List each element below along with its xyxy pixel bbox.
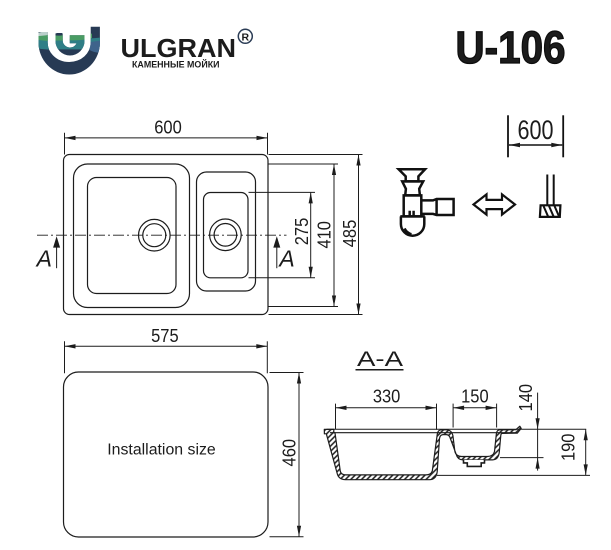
svg-text:ULGRAN: ULGRAN [121,35,237,63]
svg-text:275: 275 [291,218,312,246]
svg-text:A: A [35,246,52,272]
svg-text:575: 575 [151,325,179,346]
svg-text:Installation size: Installation size [107,442,216,459]
svg-text:140: 140 [515,384,536,412]
svg-text:150: 150 [461,385,489,406]
svg-text:КАМЕННЫЕ МОЙКИ: КАМЕННЫЕ МОЙКИ [132,59,220,70]
svg-text:460: 460 [278,439,299,467]
svg-text:485: 485 [339,220,360,248]
svg-text:R: R [242,31,250,43]
svg-text:A-A: A-A [357,348,403,371]
svg-text:190: 190 [558,434,579,462]
svg-text:U-106: U-106 [456,22,566,73]
svg-text:600: 600 [154,117,182,138]
svg-text:410: 410 [314,221,335,249]
svg-text:330: 330 [373,385,401,406]
svg-text:600: 600 [518,115,554,145]
svg-text:A: A [277,246,294,272]
